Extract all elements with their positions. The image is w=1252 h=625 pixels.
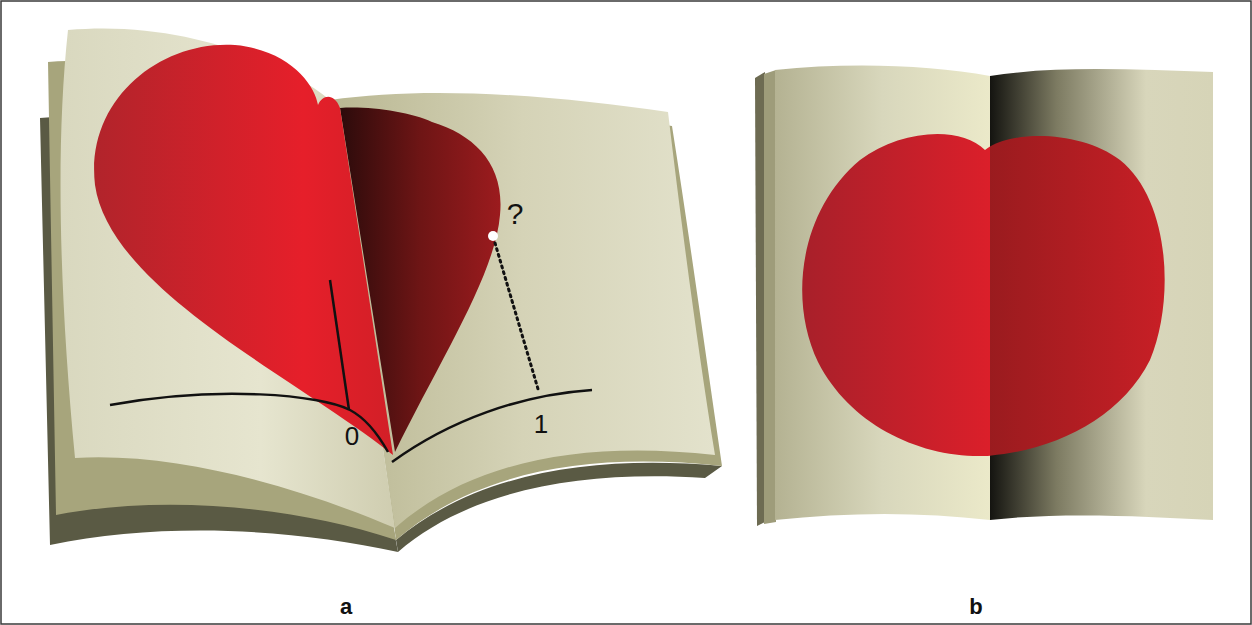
axis-label: 0 [345, 423, 359, 449]
axis-label: ? [507, 199, 524, 229]
panel-letter: a [340, 596, 352, 618]
panel-letter: b [969, 596, 982, 618]
axis-label: 1 [534, 411, 548, 437]
